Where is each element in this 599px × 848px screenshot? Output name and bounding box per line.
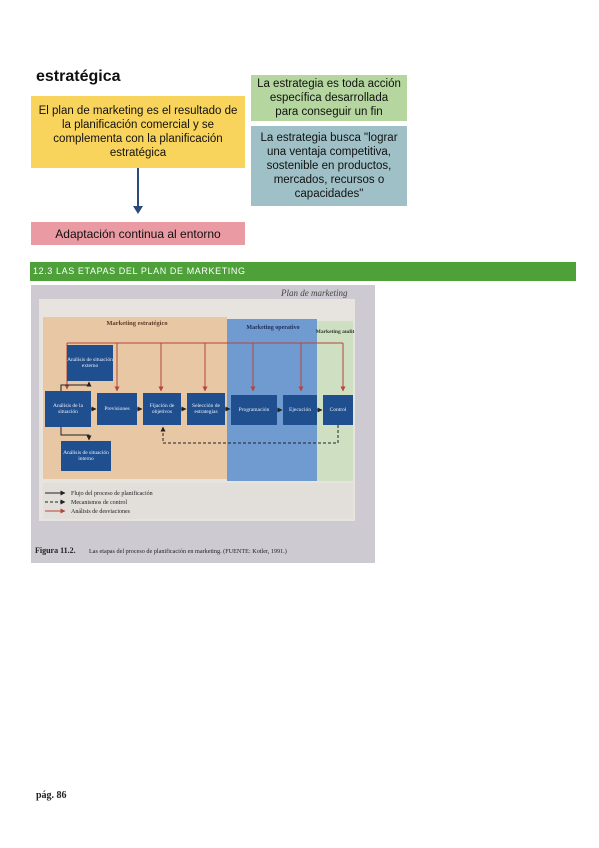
control-dashed-line <box>160 425 339 444</box>
node-control <box>323 395 353 425</box>
node-label-interno: Análisis de situación interno <box>63 449 109 463</box>
node-previsiones <box>97 393 137 425</box>
down-arrow-icon <box>133 206 143 214</box>
section-heading: estratégica <box>36 68 121 85</box>
section-band-title: 12.3 LAS ETAPAS DEL PLAN DE MARKETING <box>30 262 576 281</box>
node-analisis-interno <box>61 441 111 471</box>
flow-arrow-up-externo <box>60 381 92 391</box>
node-ejecucion <box>283 395 317 425</box>
legend-desviaciones: Análisis de desviaciones <box>71 509 131 515</box>
zone-label-operativo: Marketing operativo <box>246 325 299 331</box>
node-label-seleccion: Selección de estrategias <box>192 402 220 416</box>
zone-label-estrategico: Marketing estratégico <box>106 320 167 327</box>
marketing-plan-figure: Plan de marketing Marketing estratégico … <box>31 285 375 563</box>
figure-diagram: Plan de marketing Marketing estratégico … <box>31 285 375 563</box>
node-label-previsiones: Previsiones <box>104 405 130 412</box>
figure-top-title: Plan de marketing <box>280 288 348 298</box>
legend-flujo: Flujo del proceso de planificación <box>71 490 153 497</box>
node-label-programacion: Programación <box>238 406 270 413</box>
node-programacion <box>231 395 277 425</box>
node-analisis-situacion <box>45 391 91 427</box>
node-analisis-externo <box>67 345 113 381</box>
node-label-fijacion: Fijación de objetivos <box>149 402 175 416</box>
node-fijacion <box>143 393 181 425</box>
figure-caption-label: Figura 11.2. <box>35 546 76 555</box>
figure-caption-text: Las etapas del proceso de planificación … <box>89 548 287 555</box>
down-arrow-line <box>137 168 139 208</box>
node-label-ejecucion: Ejecución <box>289 406 311 413</box>
page-number: pág. 86 <box>36 790 67 801</box>
legend-area <box>43 483 353 519</box>
node-label-externo: Análisis de situación externo <box>67 356 113 370</box>
estrategia-definicion-box: La estrategia es toda acción específica … <box>251 75 407 121</box>
legend-mecanismos: Mecanismos de control <box>71 500 127 506</box>
node-seleccion <box>187 393 225 425</box>
flow-arrow-down-interno <box>60 427 92 441</box>
plan-marketing-box: El plan de marketing es el resultado de … <box>31 96 245 168</box>
estrategia-objetivo-box: La estrategia busca "lograr una ventaja … <box>251 126 407 206</box>
node-label-control: Control <box>329 406 347 413</box>
zone-label-audit: Marketing audit <box>316 329 355 335</box>
node-label-situacion: Análisis de la situación <box>53 402 83 416</box>
adaptacion-box: Adaptación continua al entorno <box>31 222 245 245</box>
